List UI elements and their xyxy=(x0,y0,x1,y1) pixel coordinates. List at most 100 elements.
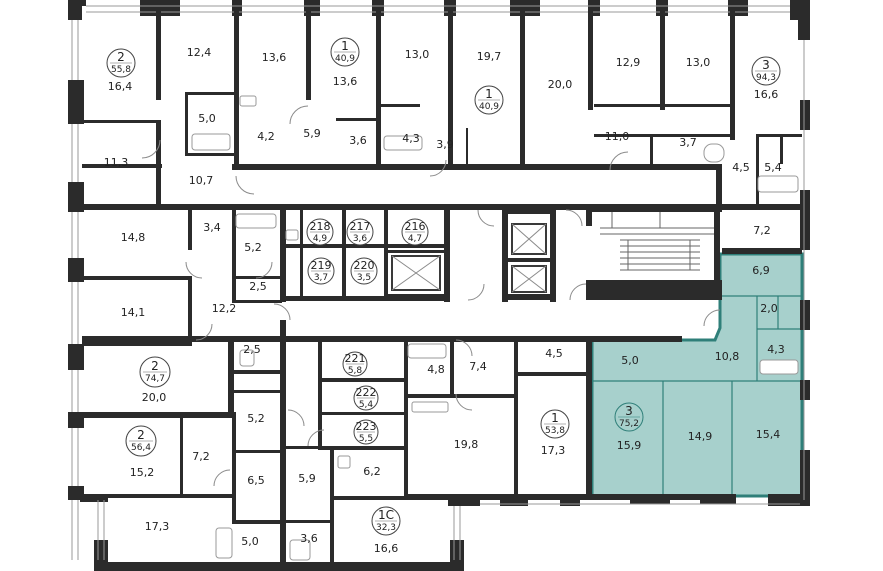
unit-size: 3,5 xyxy=(357,273,371,283)
unit-size: 5,5 xyxy=(359,434,373,444)
unit-number: 3 xyxy=(762,58,770,72)
room-area-label: 16,6 xyxy=(754,88,779,101)
room-area-label: 5,4 xyxy=(764,161,782,174)
unit-size: 32,3 xyxy=(376,523,396,533)
room-area-label: 19,7 xyxy=(477,50,502,63)
unit-number: 1 xyxy=(551,411,559,425)
room-area-label: 5,9 xyxy=(298,472,316,485)
room-area-label: 3,7 xyxy=(679,136,697,149)
unit-size: 5,4 xyxy=(359,400,374,410)
room-area-label: 4,8 xyxy=(427,363,445,376)
unit-size: 40,9 xyxy=(479,102,499,112)
unit-badge[interactable]: 153,8 xyxy=(540,409,570,439)
room-area-label: 11,0 xyxy=(605,130,630,143)
room-area-label: 13,6 xyxy=(262,51,287,64)
unit-size: 4,7 xyxy=(408,234,422,244)
room-area-label: 7,4 xyxy=(469,360,487,373)
unit-number: 219 xyxy=(311,259,332,272)
room-area-label: 4,5 xyxy=(545,347,563,360)
room-area-label: 2,5 xyxy=(243,343,261,356)
unit-number: 218 xyxy=(310,220,331,233)
bathroom-fixtures xyxy=(191,95,799,561)
room-area-label: 20,0 xyxy=(142,391,167,404)
room-area-label: 15,4 xyxy=(756,428,781,441)
room-area-label: 6,2 xyxy=(363,465,381,478)
room-area-label: 5,9 xyxy=(303,127,321,140)
room-area-label: 4,2 xyxy=(257,130,275,143)
room-area-label: 5,0 xyxy=(198,112,216,125)
unit-number: 2 xyxy=(137,428,145,442)
unit-number: 1С xyxy=(378,508,394,522)
unit-badge[interactable]: 140,9 xyxy=(330,37,360,67)
room-area-label: 19,8 xyxy=(454,438,479,451)
unit-badge[interactable]: 375,2 xyxy=(614,402,644,432)
unit-size: 74,7 xyxy=(145,374,165,384)
room-area-label: 4,3 xyxy=(402,132,420,145)
room-area-label: 16,4 xyxy=(108,80,133,93)
room-area-label: 14,8 xyxy=(121,231,146,244)
room-area-label: 12,4 xyxy=(187,46,212,59)
room-area-label: 20,0 xyxy=(548,78,573,91)
room-area-label: 15,2 xyxy=(130,466,155,479)
interior-walls xyxy=(82,10,802,570)
unit-badge[interactable]: 140,9 xyxy=(474,85,504,115)
room-area-label: 4,5 xyxy=(732,161,750,174)
room-area-label: 5,0 xyxy=(621,354,639,367)
unit-number: 216 xyxy=(405,220,426,233)
room-area-label: 13,0 xyxy=(686,56,711,69)
room-area-label: 15,9 xyxy=(617,439,642,452)
unit-size: 4,9 xyxy=(313,234,328,244)
stairs xyxy=(600,212,714,271)
unit-size: 75,2 xyxy=(619,419,639,429)
unit-number: 3 xyxy=(625,404,633,418)
room-area-label: 4,3 xyxy=(767,343,785,356)
unit-size: 5,8 xyxy=(348,366,363,376)
unit-number: 1 xyxy=(341,39,349,53)
unit-size: 94,3 xyxy=(756,73,776,83)
room-area-label: 12,2 xyxy=(212,302,237,315)
room-area-label: 3,6 xyxy=(349,134,367,147)
elevator-shafts xyxy=(391,223,547,293)
unit-size: 56,4 xyxy=(131,443,151,453)
room-area-label: 13,6 xyxy=(333,75,358,88)
room-area-label: 11,3 xyxy=(104,156,129,169)
room-area-label: 2,5 xyxy=(249,280,267,293)
unit-number: 221 xyxy=(345,352,366,365)
room-area-label: 5,2 xyxy=(247,412,265,425)
room-area-label: 2,0 xyxy=(760,302,778,315)
room-area-label: 5,0 xyxy=(241,535,259,548)
unit-size: 40,9 xyxy=(335,54,355,64)
unit-badge[interactable]: 394,3 xyxy=(751,56,781,86)
room-area-label: 17,3 xyxy=(145,520,170,533)
unit-badge[interactable]: 255,8 xyxy=(106,48,136,78)
room-area-label: 10,7 xyxy=(189,174,214,187)
unit-number: 223 xyxy=(356,420,377,433)
room-area-label: 17,3 xyxy=(541,444,566,457)
unit-number: 2 xyxy=(117,50,125,64)
room-area-label: 3,6 xyxy=(300,532,318,545)
room-area-label: 14,9 xyxy=(688,430,713,443)
unit-number: 2 xyxy=(151,359,159,373)
room-area-label: 7,2 xyxy=(192,450,210,463)
unit-badges: 255,8140,9140,9394,32184,92173,62164,721… xyxy=(106,37,781,536)
unit-badge[interactable]: 274,7 xyxy=(139,356,171,388)
unit-size: 55,8 xyxy=(111,65,131,75)
unit-badge[interactable]: 256,4 xyxy=(125,425,157,457)
room-area-label: 3,9 xyxy=(436,138,454,151)
room-area-label: 5,2 xyxy=(244,241,262,254)
room-area-label: 14,1 xyxy=(121,306,146,319)
room-area-label: 6,9 xyxy=(752,264,770,277)
room-area-label: 10,8 xyxy=(715,350,740,363)
room-area-label: 16,6 xyxy=(374,542,399,555)
